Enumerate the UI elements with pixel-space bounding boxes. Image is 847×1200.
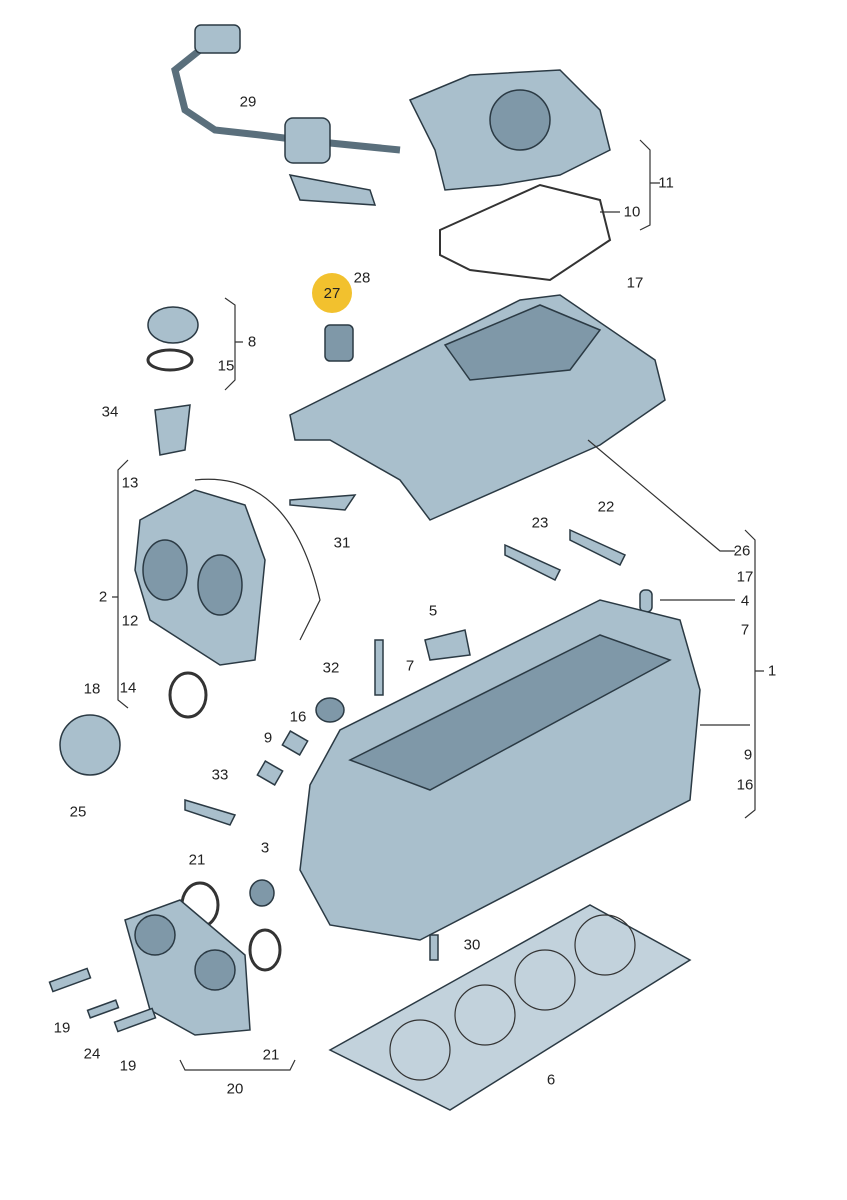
callout-6[interactable]: 6 xyxy=(546,1071,556,1089)
highlighted-callout-27[interactable]: 27 xyxy=(312,273,352,313)
callout-17b[interactable]: 17 xyxy=(736,568,754,586)
callout-23[interactable]: 23 xyxy=(531,514,549,532)
callout-19b[interactable]: 19 xyxy=(119,1057,137,1075)
callout-7b[interactable]: 7 xyxy=(405,657,415,675)
callout-8[interactable]: 8 xyxy=(247,333,257,351)
sensor-part-27 xyxy=(324,324,354,362)
callout-13[interactable]: 13 xyxy=(121,474,139,492)
callout-14[interactable]: 14 xyxy=(119,679,137,697)
callout-30[interactable]: 30 xyxy=(463,936,481,954)
callout-19[interactable]: 19 xyxy=(53,1019,71,1037)
callout-11[interactable]: 11 xyxy=(658,174,674,192)
callout-31[interactable]: 31 xyxy=(333,534,351,552)
callout-17[interactable]: 17 xyxy=(626,274,644,292)
callout-7[interactable]: 7 xyxy=(740,621,750,639)
callout-16[interactable]: 16 xyxy=(289,708,307,726)
callout-24[interactable]: 24 xyxy=(83,1045,101,1063)
callout-22[interactable]: 22 xyxy=(597,498,615,516)
callout-3[interactable]: 3 xyxy=(260,839,270,857)
callout-1[interactable]: 1 xyxy=(767,662,777,680)
callout-15[interactable]: 15 xyxy=(217,357,235,375)
callout-34[interactable]: 34 xyxy=(101,403,119,421)
callout-12[interactable]: 12 xyxy=(121,612,139,630)
callout-25[interactable]: 25 xyxy=(69,803,87,821)
callout-21[interactable]: 21 xyxy=(188,851,206,869)
callout-21b[interactable]: 21 xyxy=(262,1046,280,1064)
callout-16b[interactable]: 16 xyxy=(736,776,754,794)
callout-18[interactable]: 18 xyxy=(83,680,101,698)
callout-28[interactable]: 28 xyxy=(353,269,371,287)
head-gasket-part xyxy=(328,904,692,1111)
callout-4[interactable]: 4 xyxy=(740,592,750,610)
breather-hose-part xyxy=(171,24,401,206)
callout-20[interactable]: 20 xyxy=(226,1080,244,1098)
callout-26[interactable]: 26 xyxy=(733,542,751,560)
callout-29[interactable]: 29 xyxy=(239,93,257,111)
callout-5[interactable]: 5 xyxy=(428,602,438,620)
callout-2[interactable]: 2 xyxy=(98,588,108,606)
callout-10[interactable]: 10 xyxy=(623,203,641,221)
oil-filler-cap-part xyxy=(147,306,199,344)
separator-gasket-part xyxy=(439,183,612,282)
callout-9[interactable]: 9 xyxy=(263,729,273,747)
callout-9b[interactable]: 9 xyxy=(743,746,753,764)
callout-33[interactable]: 33 xyxy=(211,766,229,784)
callout-32[interactable]: 32 xyxy=(322,659,340,677)
